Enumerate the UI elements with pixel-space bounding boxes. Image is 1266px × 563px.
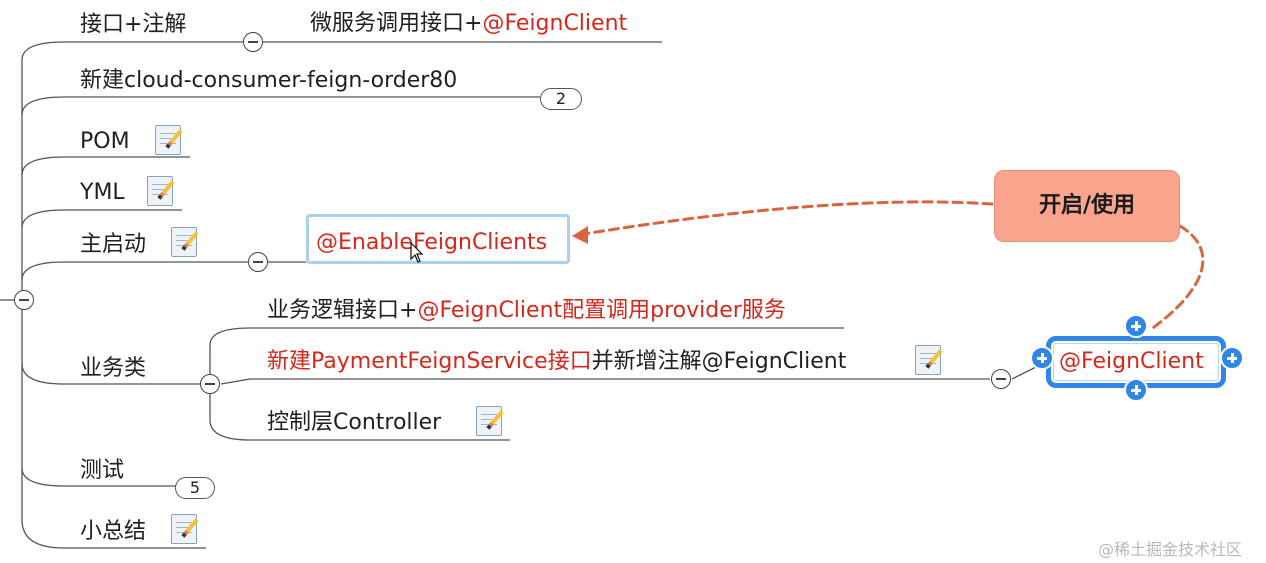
node-enable-feign-clients[interactable]: @EnableFeignClients	[316, 230, 548, 255]
callout-enable-use[interactable]: 开启/使用	[994, 170, 1180, 242]
node-business-interface-highlight: @FeignClient配置调用provider服务	[417, 298, 786, 323]
node-payment-feign-service-suffix: 并新增注解@FeignClient	[591, 349, 847, 374]
node-payment-feign-service-highlight: 新建PaymentFeignService接口	[267, 349, 592, 374]
add-node-icon[interactable]	[1124, 378, 1148, 402]
node-microservice-call-prefix: 微服务调用接口+	[310, 11, 483, 36]
node-payment-feign-service[interactable]: 新建PaymentFeignService接口并新增注解@FeignClient	[267, 349, 846, 375]
node-pom[interactable]: POM	[80, 129, 130, 154]
node-test[interactable]: 测试	[80, 458, 125, 483]
node-yml[interactable]: YML	[80, 180, 125, 205]
node-microservice-call-annotation: @FeignClient	[482, 11, 628, 36]
node-main-boot[interactable]: 主启动	[80, 232, 147, 257]
collapse-toggle-icon[interactable]	[991, 369, 1011, 389]
node-new-module[interactable]: 新建cloud-consumer-feign-order80	[80, 68, 458, 93]
node-summary[interactable]: 小总结	[80, 519, 147, 544]
collapse-toggle-icon[interactable]	[248, 252, 268, 272]
note-icon[interactable]	[915, 345, 941, 375]
note-icon[interactable]	[147, 176, 173, 206]
node-interface-annotation[interactable]: 接口+注解	[80, 12, 187, 37]
child-count-badge[interactable]: 2	[540, 88, 582, 110]
note-icon[interactable]	[476, 406, 502, 436]
add-node-icon[interactable]	[1220, 346, 1244, 370]
note-icon[interactable]	[155, 125, 181, 155]
child-count-badge[interactable]: 5	[175, 477, 215, 499]
add-node-icon[interactable]	[1124, 314, 1148, 338]
node-microservice-call[interactable]: 微服务调用接口+@FeignClient	[310, 11, 627, 37]
note-icon[interactable]	[171, 227, 197, 257]
node-business-interface[interactable]: 业务逻辑接口+@FeignClient配置调用provider服务	[267, 298, 786, 324]
root-collapse-toggle-icon[interactable]	[14, 290, 34, 310]
node-controller[interactable]: 控制层Controller	[267, 410, 442, 435]
watermark: @稀土掘金技术社区	[1098, 540, 1243, 559]
node-feign-client-callout[interactable]: @FeignClient	[1059, 349, 1204, 374]
mouse-cursor-icon	[410, 242, 424, 263]
collapse-toggle-icon[interactable]	[243, 32, 263, 52]
enable-feign-clients-node-box[interactable]	[306, 214, 570, 264]
node-business-class[interactable]: 业务类	[80, 356, 147, 381]
add-node-icon[interactable]	[1030, 346, 1054, 370]
node-business-interface-prefix: 业务逻辑接口+	[267, 298, 418, 323]
note-icon[interactable]	[171, 514, 197, 544]
collapse-toggle-icon[interactable]	[200, 374, 220, 394]
